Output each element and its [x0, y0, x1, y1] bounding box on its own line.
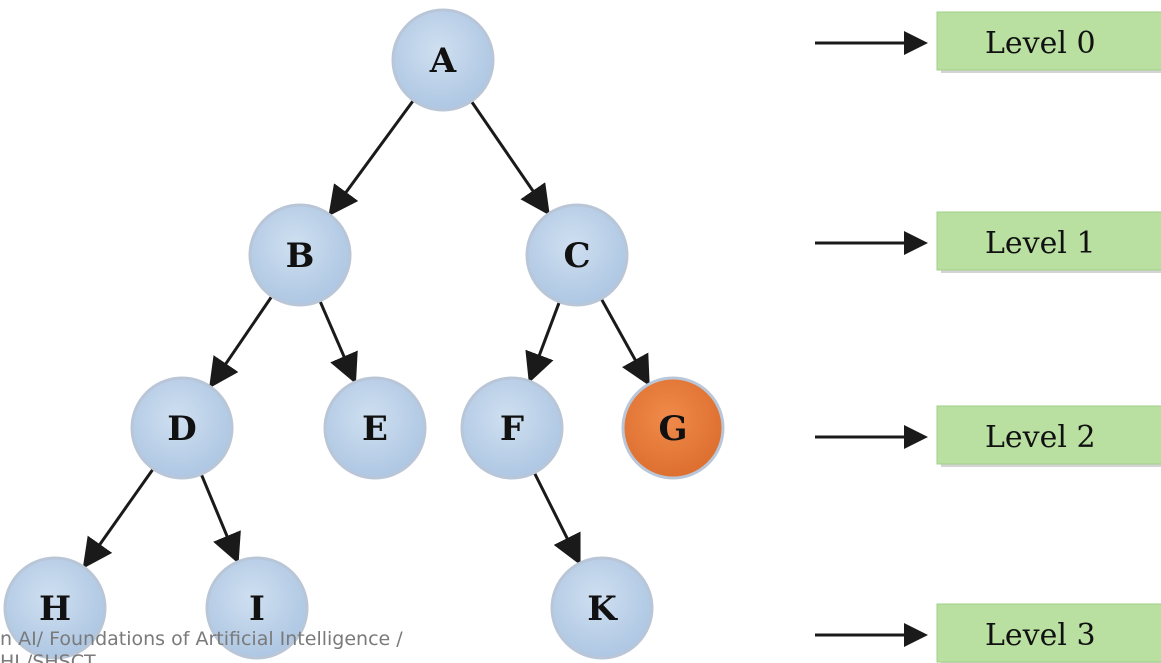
- level-label-0: Level 0: [985, 26, 1096, 61]
- node-circle-e: [323, 376, 427, 480]
- node-circle-g: [621, 376, 725, 480]
- node-h: H: [3, 556, 107, 660]
- node-label-a: A: [429, 41, 457, 81]
- node-label-b: B: [286, 236, 315, 276]
- level-row-3: Level 3: [815, 603, 1161, 663]
- level-label-2: Level 2: [985, 420, 1096, 455]
- node-circle-d: [130, 376, 234, 480]
- edge-B-E: [316, 296, 358, 384]
- node-circle-c: [525, 203, 629, 307]
- level-box-3: [936, 603, 1161, 663]
- node-label-h: H: [39, 589, 71, 629]
- node-a: A: [391, 8, 495, 112]
- level-row-1: Level 1: [815, 211, 1161, 273]
- node-b: B: [248, 203, 352, 307]
- node-circle-h: [3, 556, 107, 660]
- level-label-1: Level 1: [985, 226, 1096, 261]
- node-circle-f: [460, 376, 564, 480]
- footer-line-2: HI /SHSCT: [0, 651, 96, 663]
- node-label-c: C: [563, 236, 590, 276]
- footer: n AI/ Foundations of Artificial Intellig…: [0, 628, 403, 663]
- edge-C-G: [598, 294, 650, 387]
- edge-A-B: [328, 96, 418, 217]
- edge-D-H: [82, 464, 157, 569]
- levels-layer: Level 0 Level 1 Level 2 Level 3: [815, 11, 1161, 663]
- level-label-3: Level 3: [985, 618, 1096, 653]
- nodes-layer: A B C D E F G H I K: [3, 8, 725, 660]
- node-circle-i: [205, 556, 309, 660]
- node-k: K: [550, 556, 654, 660]
- node-label-k: K: [587, 589, 618, 629]
- node-f: F: [460, 376, 564, 480]
- node-i: I: [205, 556, 309, 660]
- level-row-2: Level 2: [815, 405, 1161, 467]
- node-circle-b: [248, 203, 352, 307]
- node-label-e: E: [362, 409, 388, 449]
- node-g: G: [621, 376, 725, 480]
- node-label-i: I: [249, 589, 265, 629]
- level-box-1: [936, 211, 1161, 271]
- node-e: E: [323, 376, 427, 480]
- node-label-d: D: [167, 409, 196, 449]
- node-d: D: [130, 376, 234, 480]
- level-box-0: [936, 11, 1161, 71]
- edge-D-I: [198, 469, 241, 564]
- node-circle-k: [550, 556, 654, 660]
- level-row-0: Level 0: [815, 11, 1161, 73]
- node-label-f: F: [500, 409, 524, 449]
- edge-C-F: [525, 297, 563, 384]
- edge-F-K: [531, 468, 581, 566]
- edge-A-C: [467, 97, 550, 216]
- node-circle-a: [391, 8, 495, 112]
- node-label-g: G: [658, 409, 687, 449]
- level-box-2: [936, 405, 1161, 465]
- node-c: C: [525, 203, 629, 307]
- edge-B-D: [209, 292, 276, 389]
- footer-line-1: n AI/ Foundations of Artificial Intellig…: [0, 628, 403, 650]
- edges-layer: [82, 96, 650, 569]
